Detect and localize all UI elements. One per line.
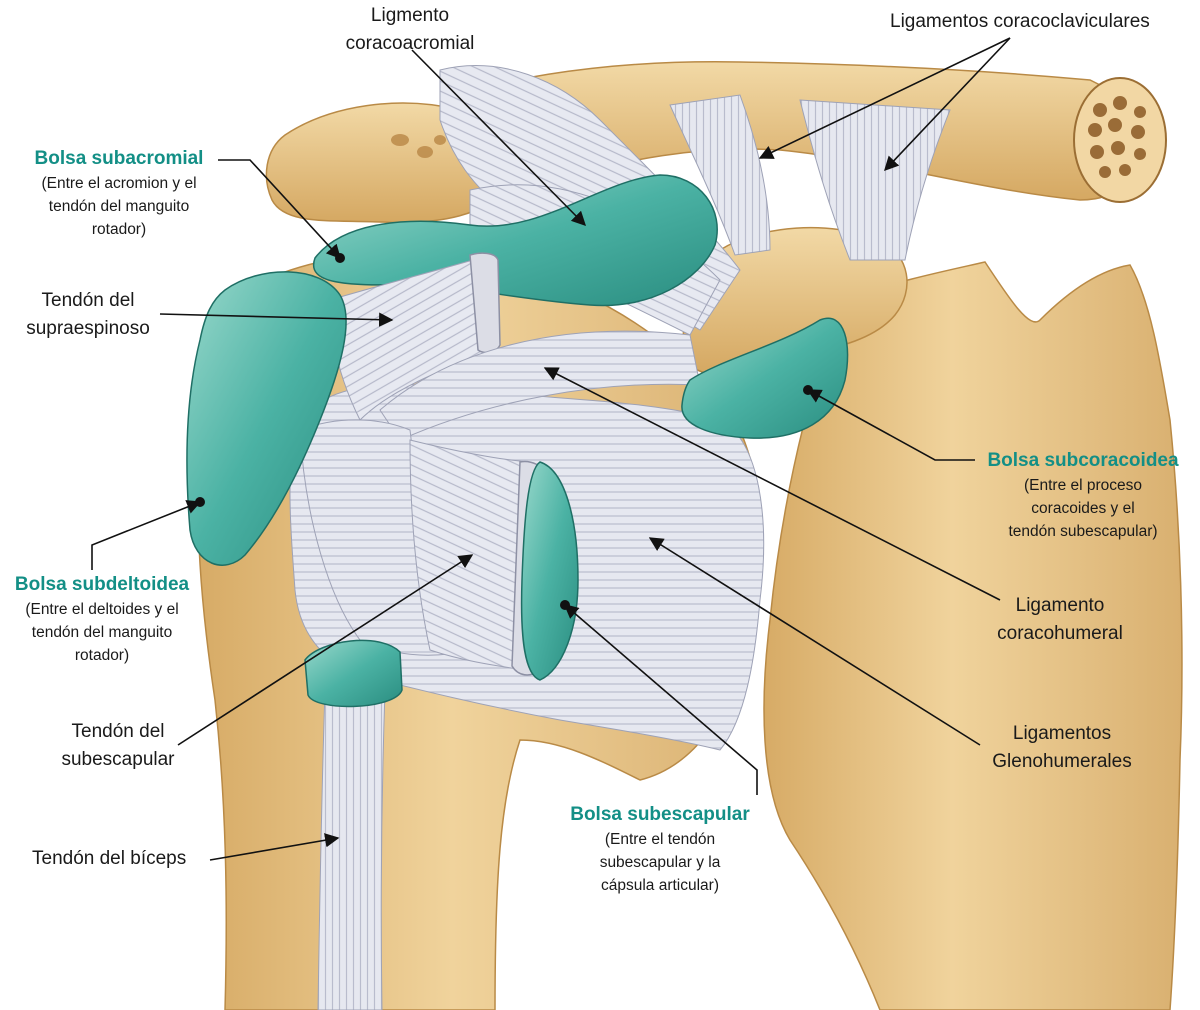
label-line: coracoacromial bbox=[345, 33, 475, 54]
biceps-tendon-sheath bbox=[304, 639, 403, 708]
coracoclavicular-ligament-1 bbox=[669, 94, 771, 256]
label-line: tendón del manguito bbox=[31, 624, 173, 641]
leader-glenohumerales bbox=[648, 537, 981, 746]
label-tendon-subescapular: Tendón del subescapular bbox=[48, 718, 188, 774]
label-tendon-supraespinoso: Tendón del supraespinoso bbox=[18, 287, 158, 343]
label-line: (Entre el tendón bbox=[604, 831, 716, 848]
label-line: Ligamento bbox=[1015, 595, 1105, 616]
label-line: (Entre el proceso bbox=[1023, 477, 1143, 494]
label-line: tendón del manguito bbox=[48, 198, 190, 215]
subscapular-bursa bbox=[520, 461, 579, 681]
leader-subescapular-bursa bbox=[563, 604, 758, 795]
leader-lines bbox=[91, 37, 1011, 861]
label-bolsa-subdeltoidea: Bolsa subdeltoidea (Entre el deltoides y… bbox=[2, 572, 202, 667]
label-ligamento-coracohumeral: Ligamento coracohumeral bbox=[990, 592, 1130, 648]
leader-coracohumeral bbox=[543, 367, 1001, 601]
label-line: subescapular bbox=[61, 749, 175, 770]
label-line: rotador) bbox=[91, 221, 147, 238]
label-ligamentos-glenohumerales: Ligamentos Glenohumerales bbox=[982, 720, 1142, 776]
label-line: Tendón del bbox=[71, 721, 165, 742]
label-bolsa-subescapular: Bolsa subescapular (Entre el tendón sube… bbox=[560, 802, 760, 897]
leader-subescapular-tendon bbox=[177, 554, 474, 746]
label-bolsa-subacromial: Bolsa subacromial (Entre el acromion y e… bbox=[14, 146, 224, 241]
coracohumeral-ligament-band bbox=[379, 330, 701, 441]
label-line: Glenohumerales bbox=[992, 751, 1132, 772]
label-line: Ligamentos bbox=[1012, 723, 1112, 744]
biceps-tendon bbox=[317, 689, 386, 1010]
label-line: Tendón del bíceps bbox=[32, 848, 187, 869]
leader-coracoclavicular-2 bbox=[884, 37, 1011, 172]
subcoracoid-bursa bbox=[681, 317, 849, 439]
label-line: Tendón del bbox=[41, 290, 135, 311]
label-line: Ligamentos coracoclaviculares bbox=[890, 11, 1150, 32]
label-ligamento-coracoacromial: Ligmento coracoacromial bbox=[340, 2, 480, 58]
label-line: (Entre el acromion y el bbox=[41, 175, 197, 192]
clavicle-trabeculae bbox=[1088, 96, 1146, 178]
leader-dots bbox=[195, 253, 813, 610]
label-title: Bolsa subcoracoidea bbox=[987, 450, 1179, 471]
subdeltoid-bursa bbox=[186, 271, 347, 566]
label-ligamentos-coracoclaviculares: Ligamentos coracoclaviculares bbox=[890, 8, 1150, 36]
label-line: cápsula articular) bbox=[600, 877, 720, 894]
leader-subcoracoidea bbox=[806, 389, 975, 461]
label-line: (Entre el deltoides y el bbox=[25, 601, 179, 618]
label-title: Bolsa subacromial bbox=[34, 148, 204, 169]
label-bolsa-subcoracoidea: Bolsa subcoracoidea (Entre el proceso co… bbox=[978, 448, 1188, 543]
scapula-bone bbox=[763, 261, 1183, 1010]
label-line: coracohumeral bbox=[997, 623, 1123, 644]
label-title: Bolsa subescapular bbox=[570, 804, 750, 825]
label-line: Ligmento bbox=[370, 5, 450, 26]
label-line: rotador) bbox=[74, 647, 130, 664]
leader-coracoclavicular-1 bbox=[758, 37, 1011, 159]
label-title: Bolsa subdeltoidea bbox=[14, 574, 190, 595]
leader-biceps bbox=[209, 833, 340, 861]
leader-supraespinoso bbox=[159, 312, 394, 327]
label-line: supraespinoso bbox=[26, 318, 150, 339]
leader-subdeltoidea bbox=[91, 500, 202, 570]
label-tendon-biceps: Tendón del bíceps bbox=[32, 845, 186, 873]
leader-coracoacromial bbox=[411, 49, 587, 227]
label-line: subescapular y la bbox=[599, 854, 721, 871]
label-line: coracoides y el bbox=[1031, 500, 1135, 517]
leader-subacromial bbox=[218, 159, 341, 260]
label-line: tendón subescapular) bbox=[1008, 523, 1158, 540]
